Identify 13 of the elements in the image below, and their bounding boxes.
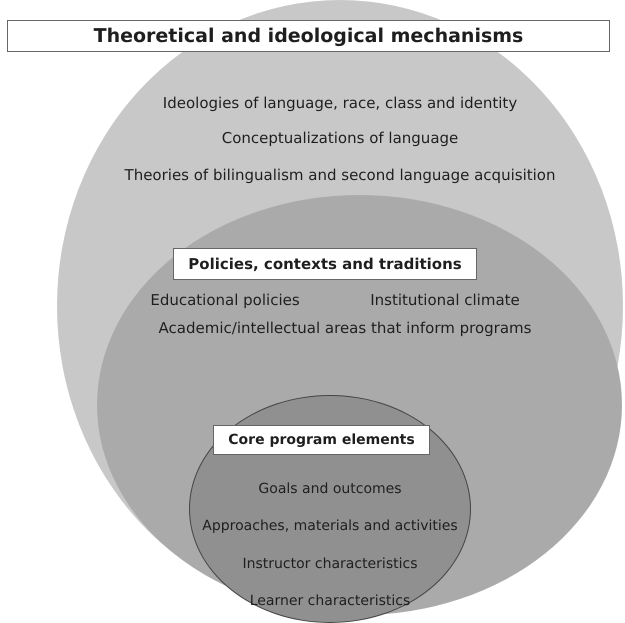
section-heading: Policies, contexts and traditions	[173, 248, 477, 280]
item-text: Approaches, materials and activities	[202, 517, 458, 536]
item-text: Educational policies	[150, 290, 300, 310]
item-text: Academic/intellectual areas that inform programs	[158, 318, 532, 338]
item-text: Conceptualizations of language	[222, 128, 458, 148]
section-heading: Theoretical and ideological mechanisms	[7, 20, 610, 52]
section-heading: Core program elements	[213, 425, 430, 455]
item-text: Ideologies of language, race, class and identity	[162, 93, 518, 113]
item-text: Theories of bilingualism and second language acquisition	[124, 165, 556, 185]
item-text: Learner characteristics	[250, 592, 410, 611]
item-text: Goals and outcomes	[258, 480, 402, 499]
item-text: Institutional climate	[370, 290, 520, 310]
item-text: Instructor characteristics	[242, 555, 418, 574]
